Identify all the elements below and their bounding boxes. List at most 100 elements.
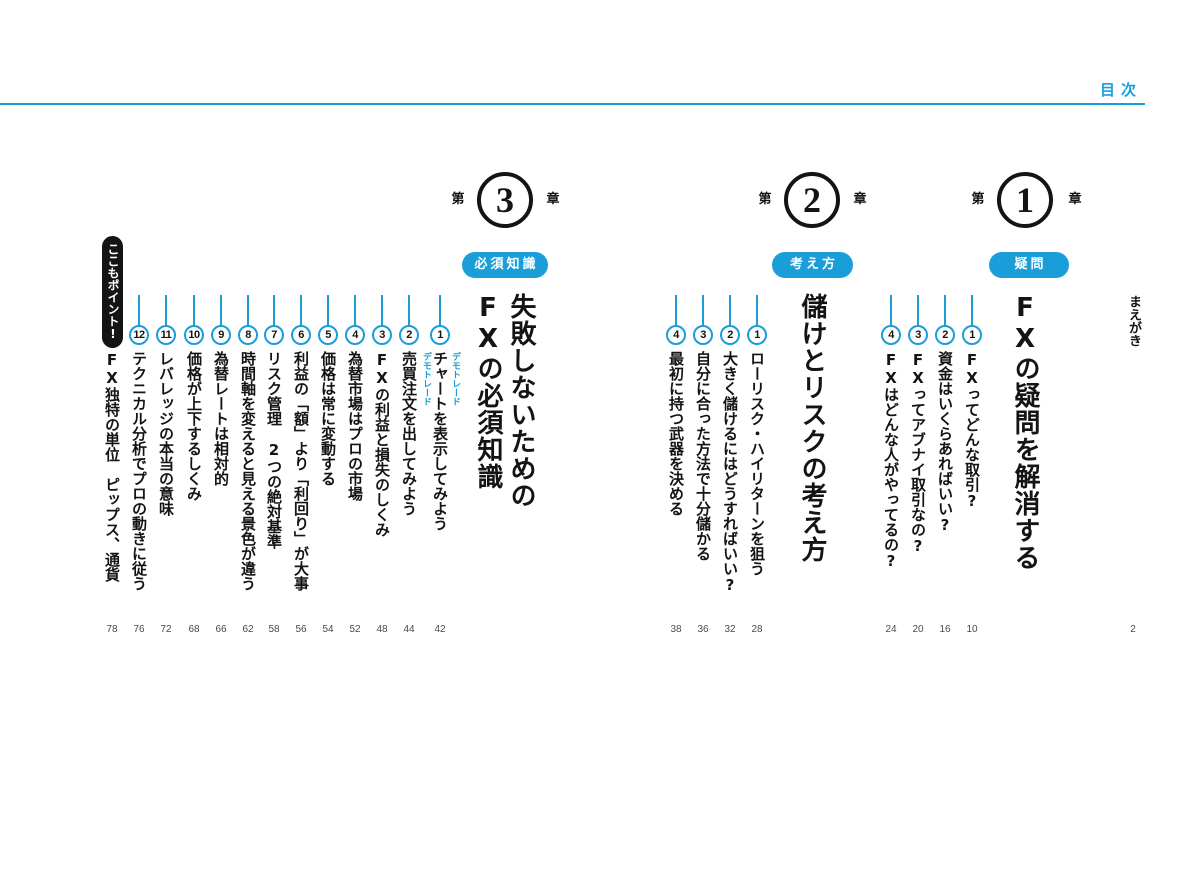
item-number-badge: 3 — [693, 325, 713, 345]
item-number-badge: 8 — [238, 325, 258, 345]
item-number-badge: 1 — [430, 325, 450, 345]
chapter-3-tag: 必須知識 — [462, 252, 548, 278]
item-number-badge: 5 — [318, 325, 338, 345]
item-tick — [890, 295, 892, 325]
item-tick — [944, 295, 946, 325]
page-number: 20 — [912, 624, 924, 635]
item-tick — [675, 295, 677, 325]
item-tick — [327, 295, 329, 325]
item-number-badge: 10 — [184, 325, 204, 345]
item-number-badge: 11 — [156, 325, 176, 345]
chapter-3-item-5: 5 価格は常に変動する 54 — [315, 295, 341, 635]
item-tick — [247, 295, 249, 325]
item-title: リスク管理 2つの絶対基準 — [265, 351, 283, 549]
page-number: 24 — [885, 624, 897, 635]
item-tick — [971, 295, 973, 325]
item-tick — [381, 295, 383, 325]
page-number: 44 — [403, 624, 415, 635]
chapter-1-item-1: 1 FXってどんな取引? 10 — [959, 295, 985, 635]
item-title: ローリスク・ハイリターンを狙う — [748, 351, 766, 576]
item-number-badge: 3 — [372, 325, 392, 345]
page-number: 72 — [160, 624, 172, 635]
item-tick — [439, 295, 441, 325]
chapter-3-suffix: 章 — [546, 192, 560, 207]
chapter-1-suffix: 章 — [1068, 192, 1082, 207]
item-title: 価格が上下するしくみ — [185, 351, 203, 501]
item-tick — [729, 295, 731, 325]
chapter-1-prefix: 第 — [971, 192, 985, 207]
item-number-badge: 7 — [264, 325, 284, 345]
item-tick — [273, 295, 275, 325]
chapter-3-item-4: 4 為替市場はプロの市場 52 — [342, 295, 368, 635]
chapter-3-title-line-2: FXの必須知識 — [473, 293, 503, 490]
item-tick — [165, 295, 167, 325]
chapter-3-title-line-1: 失敗しないための — [506, 293, 536, 509]
item-number-badge: 2 — [399, 325, 419, 345]
item-tick — [193, 295, 195, 325]
item-title: レバレッジの本当の意味 — [157, 351, 175, 516]
page-number: 28 — [751, 624, 763, 635]
chapter-3-item-8: 8 時間軸を変えると見える景色が違う 62 — [235, 295, 261, 635]
item-tick — [220, 295, 222, 325]
item-title: 資金はいくらあればいい? — [936, 351, 954, 534]
chapter-1-item-4: 4 FXはどんな人がやってるの? 24 — [878, 295, 904, 635]
chapter-3-item-3: 3 FXの利益と損失のしくみ 48 — [369, 295, 395, 635]
page-number: 58 — [268, 624, 280, 635]
page-number: 66 — [215, 624, 227, 635]
header-rule — [0, 103, 1145, 105]
preface-title: まえがき — [1126, 295, 1141, 347]
item-number-badge: 12 — [129, 325, 149, 345]
item-tick — [354, 295, 356, 325]
item-tick — [756, 295, 758, 325]
item-number-badge: 9 — [211, 325, 231, 345]
item-number-badge: 4 — [881, 325, 901, 345]
item-title: FXの利益と損失のしくみ — [373, 351, 391, 537]
chapter-2-prefix: 第 — [758, 192, 772, 207]
chapter-1-tag: 疑問 — [989, 252, 1069, 278]
page-number: 78 — [106, 624, 118, 635]
item-title: 為替市場はプロの市場 — [346, 351, 364, 501]
item-title: テクニカル分析でプロの動きに従う — [130, 351, 148, 591]
item-title: チャートを表示してみよう — [431, 351, 449, 531]
page-number: 62 — [242, 624, 254, 635]
item-number-badge: 2 — [935, 325, 955, 345]
chapter-3-item-10: 10 価格が上下するしくみ 68 — [181, 295, 207, 635]
item-category-label: デモトレード — [421, 352, 431, 406]
item-number-badge: 3 — [908, 325, 928, 345]
item-tick — [408, 295, 410, 325]
item-title: 売買注文を出してみよう — [400, 351, 418, 516]
chapter-3-item-7: 7 リスク管理 2つの絶対基準 58 — [261, 295, 287, 635]
page-number: 36 — [697, 624, 709, 635]
chapter-2-item-4: 4 最初に持つ武器を決める 38 — [663, 295, 689, 635]
item-title: 時間軸を変えると見える景色が違う — [239, 351, 257, 591]
item-title: 自分に合った方法で十分儲かる — [694, 351, 712, 561]
item-title: 利益の「額」より「利回り」が大事 — [292, 351, 310, 591]
chapter-2-item-1: 1 ローリスク・ハイリターンを狙う 28 — [744, 295, 770, 635]
page-number: 10 — [966, 624, 978, 635]
chapter-3-item-2: 2 売買注文を出してみよう デモトレード 44 — [396, 295, 431, 635]
page-number: 48 — [376, 624, 388, 635]
page-number: 16 — [939, 624, 951, 635]
chapter-2-number-badge: 2 — [784, 172, 840, 228]
chapter-1-item-3: 3 FXってアブナイ取引なの? 20 — [905, 295, 931, 635]
item-tick — [300, 295, 302, 325]
chapter-3-item-11: 11 レバレッジの本当の意味 72 — [153, 295, 179, 635]
item-title: 価格は常に変動する — [319, 351, 337, 486]
item-title: FXってアブナイ取引なの? — [909, 351, 927, 555]
chapter-3-item-6: 6 利益の「額」より「利回り」が大事 56 — [288, 295, 314, 635]
item-tick — [138, 295, 140, 325]
item-number-badge: 6 — [291, 325, 311, 345]
chapter-2-tag: 考え方 — [772, 252, 853, 278]
chapter-3-number-badge: 3 — [477, 172, 533, 228]
item-title: FX独特の単位 ピップス、通貨 — [103, 351, 121, 582]
chapter-2-item-3: 3 自分に合った方法で十分儲かる 36 — [690, 295, 716, 635]
page-number: 52 — [349, 624, 361, 635]
chapter-3-item-1: 1 チャートを表示してみよう デモトレード 42 — [427, 295, 460, 635]
chapter-2-suffix: 章 — [853, 192, 867, 207]
chapter-1-number-badge: 1 — [997, 172, 1053, 228]
chapter-2-title: 儲けとリスクの考え方 — [797, 293, 827, 563]
page-number: 68 — [188, 624, 200, 635]
item-title: 為替レートは相対的 — [212, 351, 230, 486]
item-tick — [702, 295, 704, 325]
toc-header-label: 目次 — [1100, 81, 1143, 99]
